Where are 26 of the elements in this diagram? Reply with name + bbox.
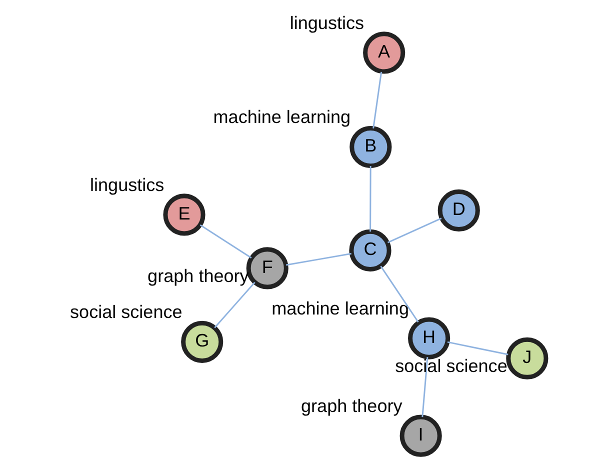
connector: [422, 357, 428, 418]
node-circle: G: [181, 320, 224, 363]
connector: [387, 218, 442, 244]
node-label: social science: [70, 302, 182, 322]
connector: [370, 166, 372, 232]
connector: [214, 282, 256, 328]
node-label: machine learning: [213, 107, 351, 128]
node-label: lingustics: [90, 174, 164, 195]
node-circle: F: [246, 247, 288, 290]
node-circle: A: [363, 32, 406, 74]
node-circle: B: [350, 126, 392, 168]
node-circle: C: [349, 229, 392, 272]
connector: [447, 341, 508, 356]
node-label: graph theory: [148, 266, 249, 286]
connector: [372, 72, 382, 128]
node-circle: E: [163, 194, 206, 236]
node-circle: I: [400, 414, 442, 457]
node-label: lingustics: [290, 12, 364, 33]
node-label: graph theory: [301, 396, 402, 416]
node-circle: J: [506, 337, 548, 380]
connector: [380, 266, 419, 323]
node-circle: D: [438, 189, 480, 232]
connector: [200, 224, 252, 259]
node-label: machine learning: [272, 298, 409, 318]
node-circle: H: [408, 317, 450, 360]
connector: [286, 252, 352, 266]
